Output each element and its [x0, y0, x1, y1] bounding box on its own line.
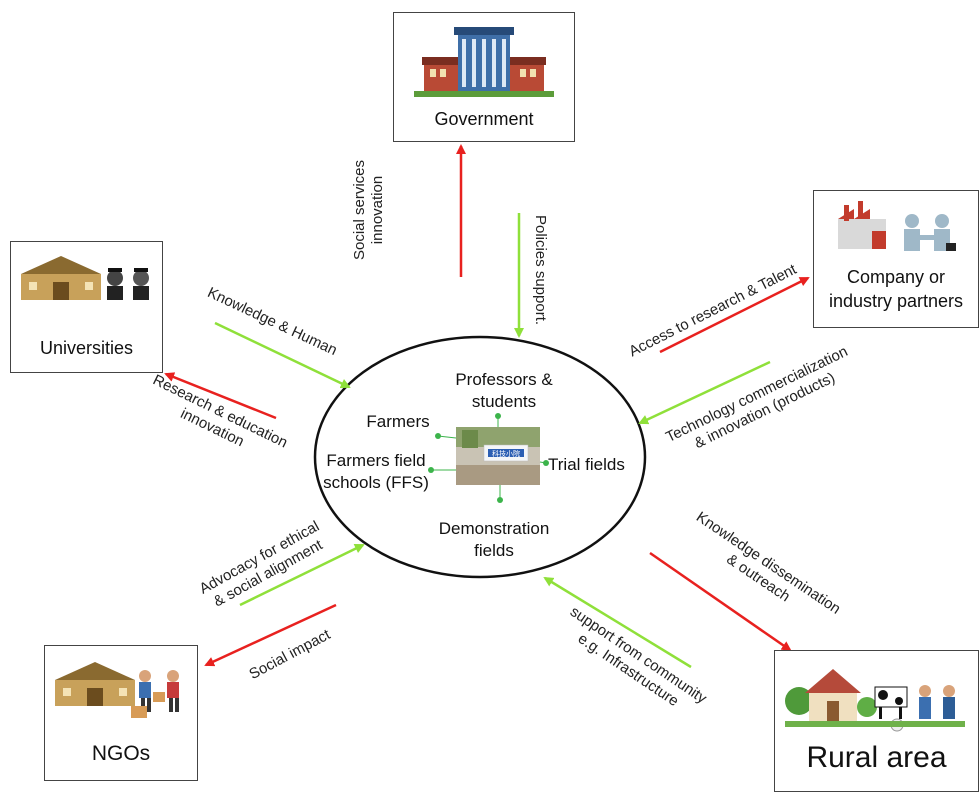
field-photo: 科技小院: [456, 427, 540, 485]
rural-node: Rural area: [774, 650, 979, 792]
center-demo-line1: Demonstration: [438, 519, 550, 538]
label-social-services: Social services innovation: [351, 159, 386, 261]
government-node: Government: [393, 12, 575, 142]
company-node: Company or industry partners: [813, 190, 979, 328]
arrow-access-research: [659, 276, 810, 354]
company-label-line2: industry partners: [828, 291, 964, 311]
center-professors-line1: Professors &: [455, 370, 553, 389]
ngos-label: NGOs: [91, 742, 151, 765]
universities-label: Universities: [39, 338, 134, 358]
label-policies: Policies support.: [532, 214, 549, 326]
center-trial-fields: Trial fields: [548, 455, 625, 474]
center-ffs-line1: Farmers field: [326, 451, 426, 470]
center-farmers: Farmers: [366, 412, 430, 431]
arrow-knowledge-dissemination: [649, 551, 792, 652]
government-building-icon: [414, 27, 554, 97]
center-ellipse: [313, 335, 647, 579]
arrow-research-education: [164, 372, 277, 420]
center-ffs-line2: schools (FFS): [323, 473, 429, 492]
university-icon: [21, 256, 149, 300]
rural-label: Rural area: [806, 741, 947, 774]
factory-handshake-icon: [838, 201, 956, 251]
company-label-line1: Company or: [846, 267, 946, 287]
svg-text:科技小院: 科技小院: [492, 449, 520, 458]
ngo-icon: [55, 662, 179, 718]
center-professors-line2: students: [471, 392, 537, 411]
center-demo-line2: fields: [474, 541, 514, 560]
arrow-social-impact: [204, 603, 337, 667]
arrow-support-community: [543, 576, 692, 669]
ngos-node: NGOs: [44, 645, 198, 781]
arrow-advocacy: [239, 543, 365, 607]
universities-node: Universities: [10, 241, 163, 373]
rural-scene-icon: [785, 669, 965, 732]
arrow-technology: [638, 360, 771, 425]
government-label: Government: [434, 109, 534, 129]
arrow-knowledge-human: [214, 321, 351, 389]
center-connectors: [428, 413, 549, 503]
